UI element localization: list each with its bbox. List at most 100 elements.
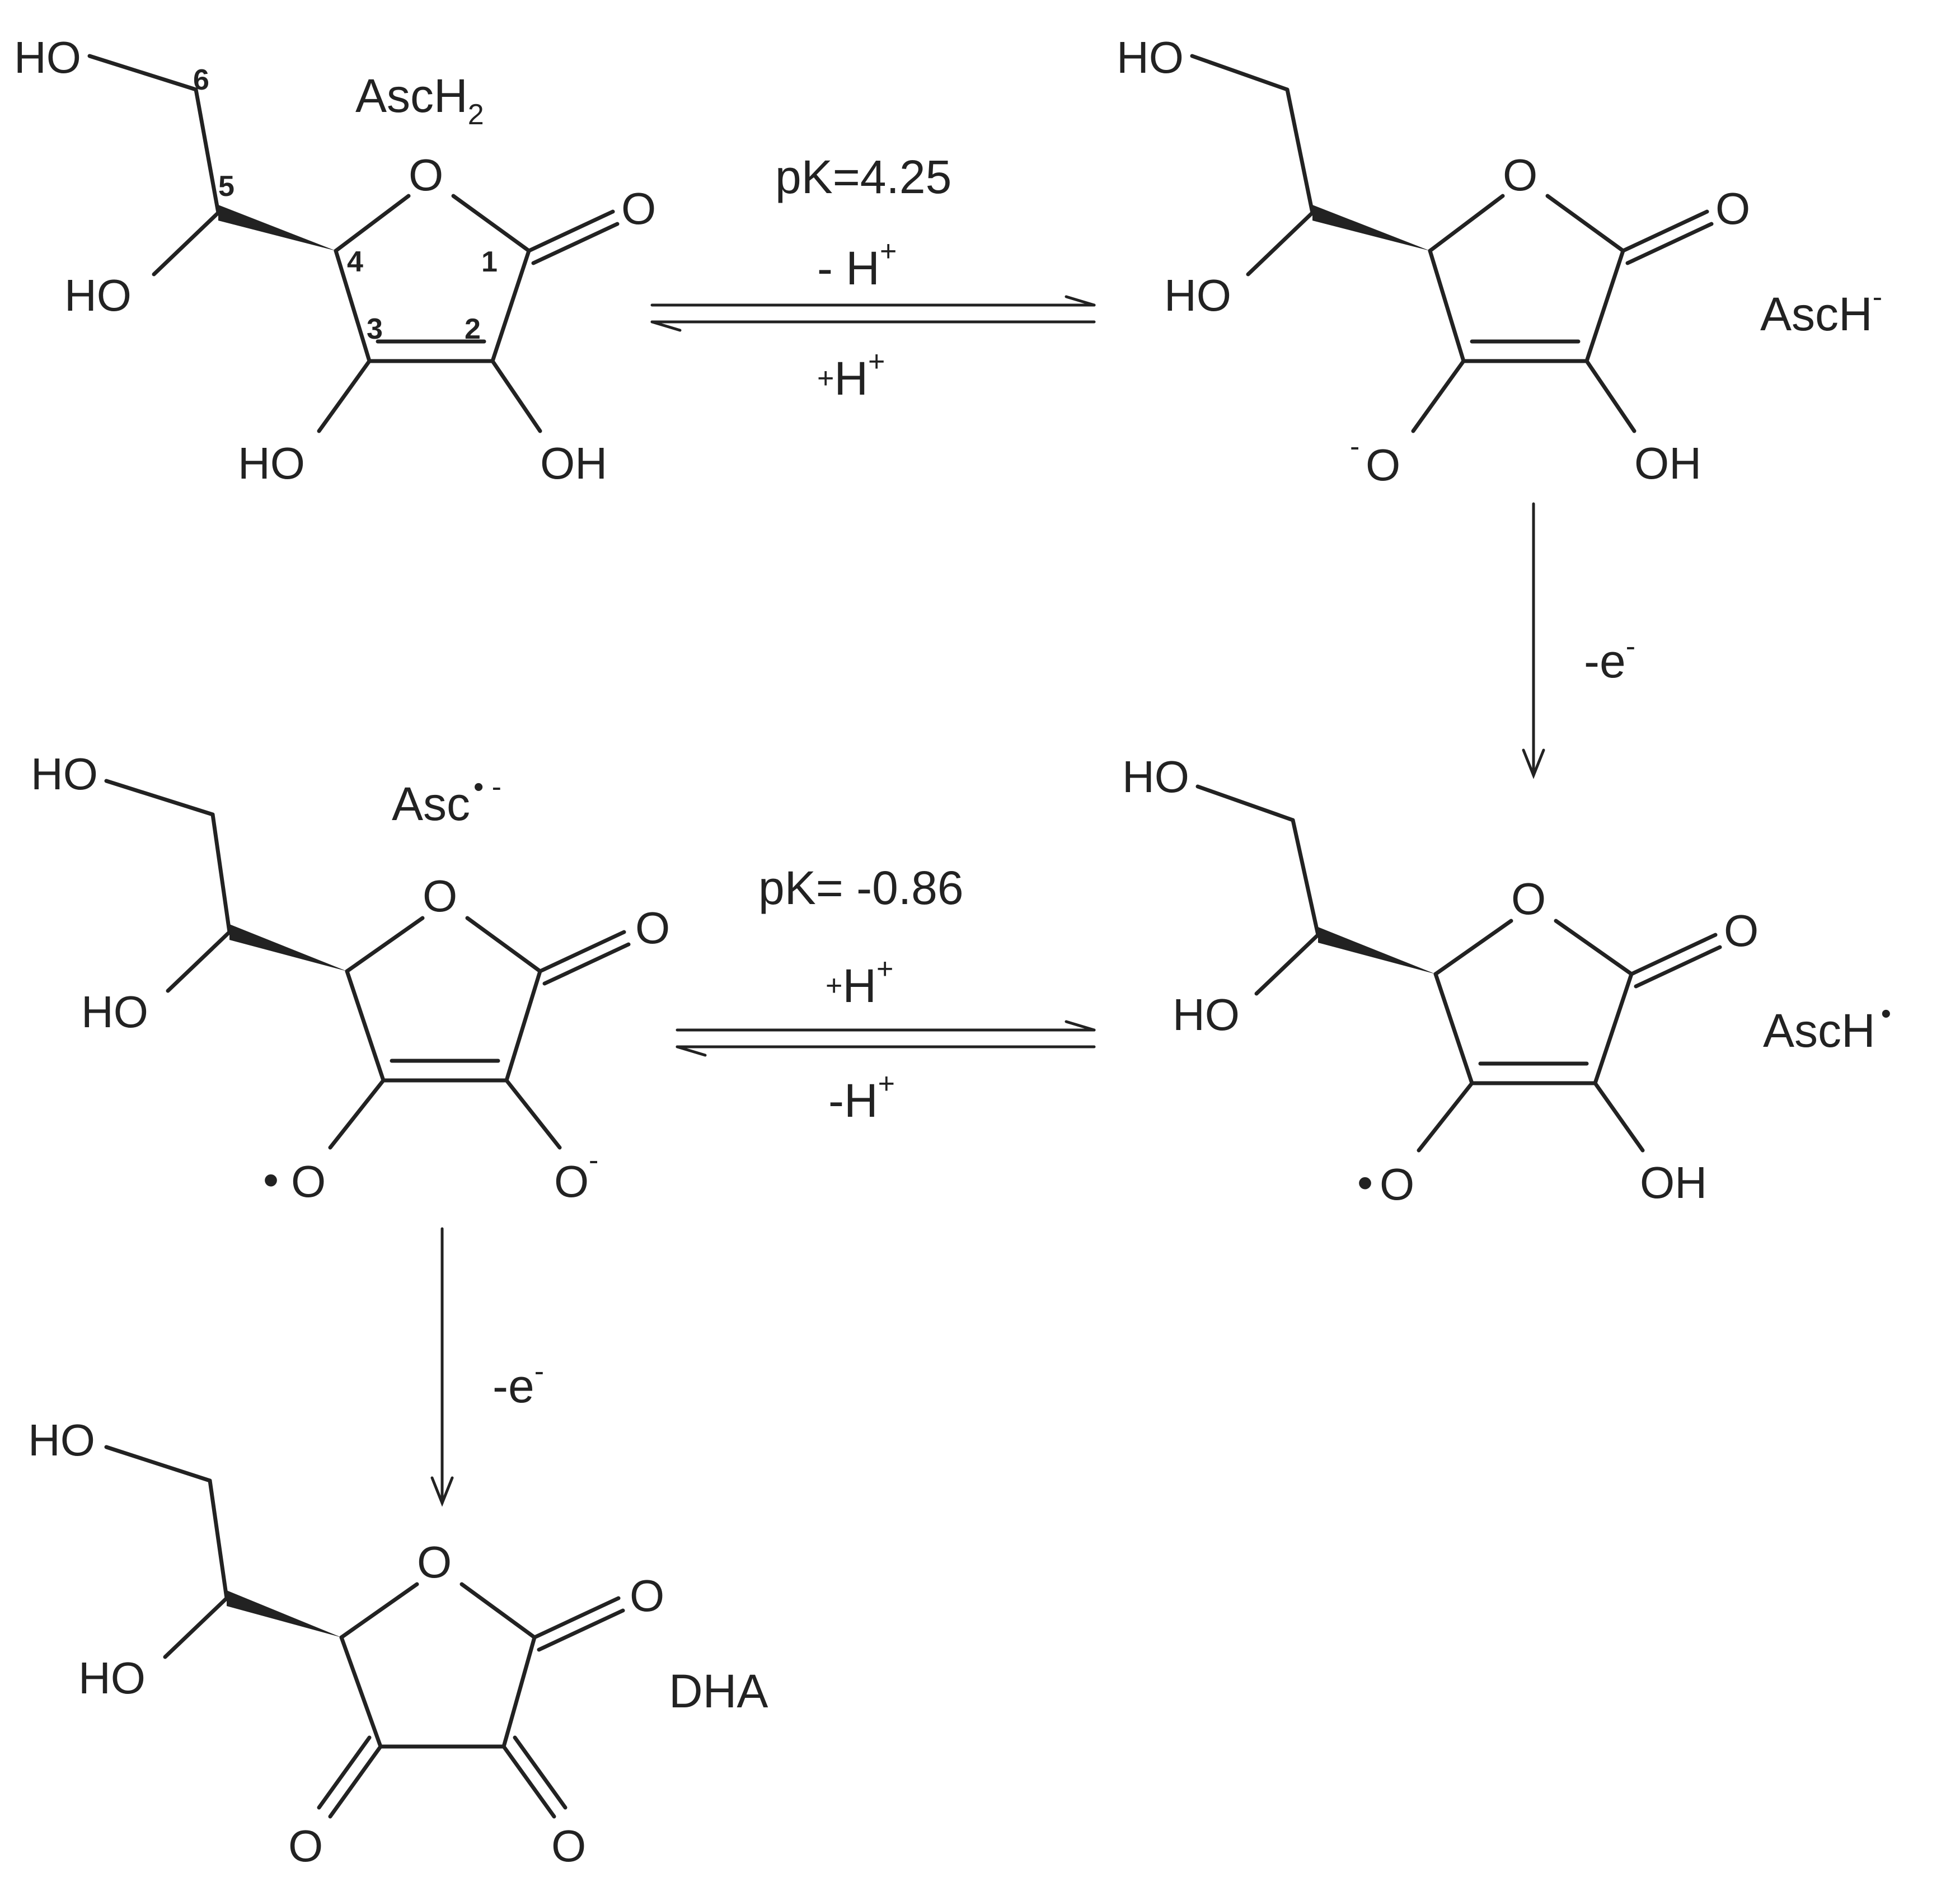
bond: [504, 1078, 562, 1150]
bond: [1285, 87, 1315, 215]
bond: [104, 1445, 212, 1483]
atom-ho-c3: HO: [238, 438, 305, 488]
atom-ring-o: O: [1511, 874, 1546, 924]
bond: [1621, 209, 1709, 253]
species-label-dha: DHA: [669, 1665, 768, 1717]
atom-ho-c6: HO: [1117, 32, 1184, 82]
carbon-number-1: 1: [481, 246, 498, 278]
radical-dot: •: [263, 1155, 279, 1205]
carbon-number-4: 4: [347, 246, 363, 278]
atom-ring-o: O: [417, 1537, 452, 1587]
atom-ho-c5: HO: [1164, 270, 1231, 320]
atom-ring-o: O: [1503, 150, 1537, 200]
condition-minus-electron: -e-: [1584, 630, 1635, 687]
bond: [1584, 249, 1625, 363]
bond: [1190, 54, 1290, 92]
bond: [1545, 194, 1625, 253]
atom-ho-c6: HO: [31, 749, 98, 799]
bond: [1593, 972, 1634, 1085]
bond: [1554, 919, 1634, 976]
bond: [465, 916, 542, 973]
double-bond-outer: [1625, 222, 1714, 265]
bond: [1411, 359, 1466, 433]
atom-carbonyl-o: O: [635, 903, 670, 953]
bond: [451, 194, 531, 253]
bond: [1433, 972, 1474, 1085]
atom-carbonyl-o: O: [1715, 184, 1750, 233]
condition-minus-electron: -e-: [493, 1355, 544, 1412]
arrowhead-half: [1065, 295, 1096, 307]
bond: [194, 87, 221, 215]
atom-ho-c6: HO: [1122, 752, 1189, 802]
condition-minus-proton: - H+: [817, 235, 897, 294]
atom-ho-c6: HO: [28, 1415, 95, 1465]
bond: [490, 249, 531, 363]
carbon-number-2: 2: [465, 313, 481, 345]
atom-carbonyl-o-c3: O: [288, 1821, 323, 1871]
molecule-asch-radical: HO HO O O • O OH AscH•: [1122, 752, 1891, 1209]
wedge-bond: [229, 924, 347, 971]
bond: [104, 779, 215, 817]
bond: [538, 930, 626, 973]
bond: [328, 1078, 386, 1150]
double-bond-outer: [1634, 945, 1722, 989]
oxidation-step-2: -e-: [430, 1227, 544, 1507]
condition-plus-proton: +H+: [817, 345, 885, 405]
bond: [1433, 919, 1513, 976]
atom-carbonyl-o-c1: O: [630, 1571, 664, 1621]
double-bond-outer: [531, 222, 620, 265]
bond: [1417, 1081, 1474, 1153]
atom-oh-c2: OH: [1634, 438, 1701, 488]
atom-ho-c5: HO: [81, 987, 148, 1037]
bond: [87, 54, 198, 92]
bond: [328, 1744, 383, 1819]
molecule-asc-radical-anion: HO HO O O • O O - Asc• -: [31, 749, 670, 1206]
bond: [501, 1744, 556, 1819]
pk-label: pK=4.25: [775, 151, 951, 203]
atom-ho-c6: HO: [14, 32, 81, 82]
bond: [339, 1635, 383, 1749]
bond: [345, 916, 425, 973]
double-bond-outer: [317, 1735, 372, 1810]
atom-ring-o: O: [409, 150, 443, 200]
molecule-dha: HO HO O O O O DHA: [28, 1415, 768, 1871]
molecule-asch2: HO HO O O HO OH 6 5 4 1 3 2 AscH2: [14, 32, 656, 488]
species-label-asch2: AscH2: [355, 69, 484, 131]
atom-oh-c2: OH: [540, 438, 607, 488]
bond: [208, 1478, 229, 1600]
arrowhead: [1522, 748, 1545, 779]
bond: [334, 194, 411, 253]
arrowhead-half: [1065, 1020, 1096, 1032]
equilibrium-deprotonation-2: pK= -0.86 +H+ -H+: [676, 862, 1096, 1127]
bond: [339, 1582, 419, 1640]
arrowhead-half: [650, 320, 682, 332]
bond: [527, 209, 615, 253]
bond: [501, 1635, 537, 1749]
bond: [1629, 933, 1718, 976]
wedge-bond: [1318, 927, 1436, 974]
atom-o-c3: O: [291, 1157, 326, 1206]
carbon-number-3: 3: [367, 313, 383, 345]
radical-dot: •: [1357, 1158, 1373, 1207]
atom-carbonyl-o: O: [1724, 906, 1759, 956]
atom-ho-c5: HO: [78, 1653, 146, 1703]
condition-plus-proton: +H+: [826, 953, 893, 1012]
atom-carbonyl-o: O: [621, 184, 656, 233]
bond: [504, 969, 542, 1083]
bond: [1593, 1081, 1645, 1153]
bond: [210, 812, 232, 934]
equilibrium-deprotonation-1: pK=4.25 - H+ +H+: [650, 151, 1096, 405]
double-bond-outer: [513, 1735, 568, 1810]
bond: [1428, 249, 1466, 363]
bond: [1291, 818, 1320, 937]
oxidation-step-1: -e-: [1522, 502, 1635, 779]
species-label-asch-radical: AscH•: [1763, 998, 1891, 1057]
atom-o-c2: O: [554, 1157, 589, 1206]
arrowhead: [430, 1476, 454, 1507]
condition-minus-proton: -H+: [828, 1068, 895, 1127]
bond: [1195, 784, 1295, 822]
bond: [490, 359, 542, 433]
bond: [163, 1596, 229, 1659]
atom-ho-c5: HO: [1173, 990, 1240, 1040]
